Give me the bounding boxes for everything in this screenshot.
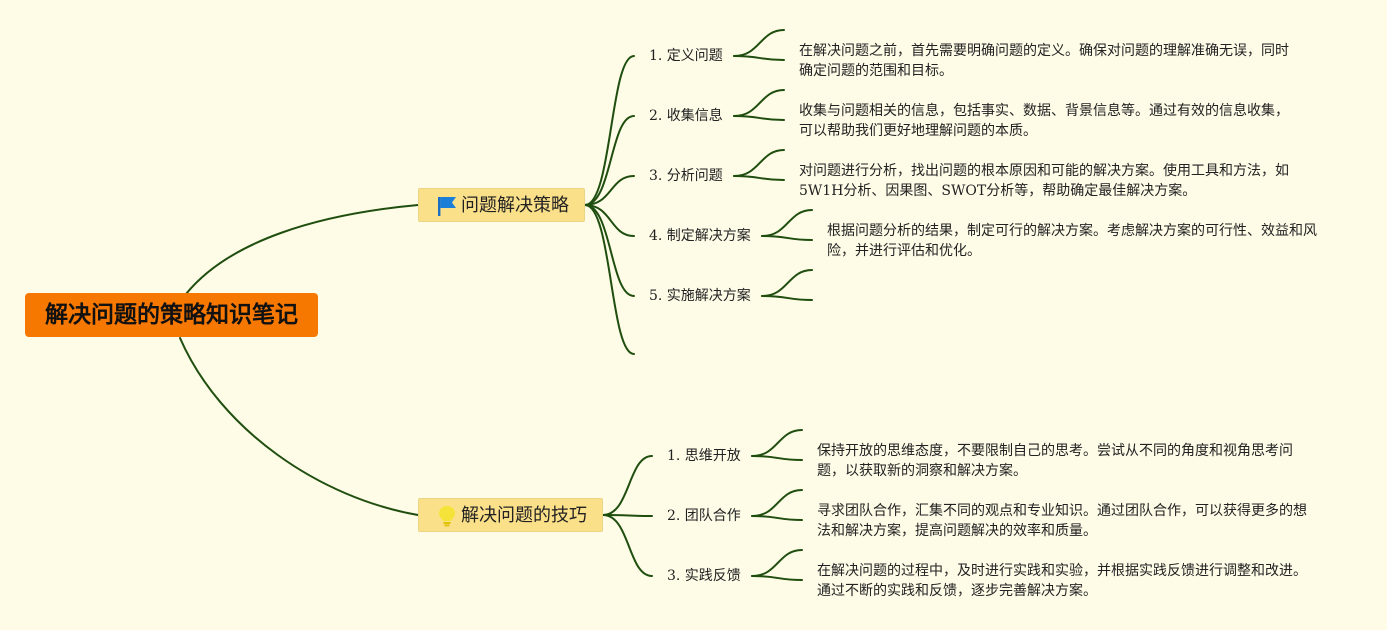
branch-problem-solving-tips[interactable]: 解决问题的技巧 bbox=[418, 498, 603, 532]
strategy-desc-define-problem: 在解决问题之前，首先需要明确问题的定义。确保对问题的理解准确无误，同时确定问题的… bbox=[799, 43, 1289, 79]
branch-1-item-2-connector bbox=[584, 115, 635, 206]
tip-2-desc-connector-a bbox=[751, 489, 803, 517]
branch-1-item-6-connector bbox=[584, 204, 635, 355]
tip-item-practice-feedback[interactable]: 3. 实践反馈 bbox=[667, 568, 741, 584]
strategy-item-define-problem[interactable]: 1. 定义问题 bbox=[649, 48, 723, 64]
flag-icon bbox=[438, 197, 456, 216]
branch-problem-solving-strategy[interactable]: 问题解决策略 bbox=[418, 188, 585, 222]
branch-1-item-5-connector bbox=[584, 204, 635, 297]
tip-3-desc-connector-a bbox=[751, 549, 803, 577]
item-1-desc-connector-a bbox=[733, 29, 785, 57]
strategy-desc-collect-info: 收集与问题相关的信息，包括事实、数据、背景信息等。通过有效的信息收集，可以帮助我… bbox=[799, 103, 1289, 139]
branch-2-item-1-connector bbox=[602, 455, 653, 516]
item-2-desc-connector-a bbox=[733, 89, 785, 117]
item-5-desc-connector-a bbox=[761, 269, 813, 297]
root-topic[interactable]: 解决问题的策略知识笔记 bbox=[25, 293, 318, 337]
strategy-desc-analyze-problem: 对问题进行分析，找出问题的根本原因和可能的解决方案。使用工具和方法，如5W1H分… bbox=[799, 163, 1289, 199]
lightbulb-icon bbox=[439, 506, 455, 527]
tip-3-desc-connector-b bbox=[751, 575, 803, 581]
item-1-desc-connector-b bbox=[733, 55, 785, 61]
item-3-desc-connector-a bbox=[733, 149, 785, 177]
tip-desc-open-mind: 保持开放的思维态度，不要限制自己的思考。尝试从不同的角度和视角思考问题，以获取新… bbox=[817, 443, 1293, 479]
branch-2-item-2-connector bbox=[602, 514, 653, 517]
strategy-item-implement-solution[interactable]: 5. 实施解决方案 bbox=[649, 288, 751, 304]
item-4-desc-connector-b bbox=[761, 235, 813, 241]
tip-desc-teamwork: 寻求团队合作，汇集不同的观点和专业知识。通过团队合作，可以获得更多的想法和解决方… bbox=[817, 503, 1307, 539]
branch-2-label: 解决问题的技巧 bbox=[461, 505, 587, 526]
item-4-desc-connector-a bbox=[761, 209, 813, 237]
item-3-desc-connector-b bbox=[733, 175, 785, 181]
tip-1-desc-connector-a bbox=[751, 429, 803, 457]
tip-2-desc-connector-b bbox=[751, 515, 803, 521]
strategy-desc-make-solution: 根据问题分析的结果，制定可行的解决方案。考虑解决方案的可行性、效益和风险，并进行… bbox=[827, 223, 1317, 259]
branch-1-label: 问题解决策略 bbox=[461, 195, 569, 216]
item-2-desc-connector-b bbox=[733, 115, 785, 121]
tip-desc-practice-feedback: 在解决问题的过程中，及时进行实践和实验，并根据实践反馈进行调整和改进。通过不断的… bbox=[817, 563, 1307, 599]
tip-item-open-mind[interactable]: 1. 思维开放 bbox=[667, 448, 741, 464]
strategy-item-collect-info[interactable]: 2. 收集信息 bbox=[649, 108, 723, 124]
root-to-branch-2-connector bbox=[179, 337, 419, 516]
tip-item-teamwork[interactable]: 2. 团队合作 bbox=[667, 508, 741, 524]
root-to-branch-1-connector bbox=[185, 204, 419, 295]
branch-1-item-3-connector bbox=[584, 175, 635, 206]
branch-1-item-1-connector bbox=[584, 55, 635, 206]
branch-2-item-3-connector bbox=[602, 514, 653, 577]
branch-1-item-4-connector bbox=[584, 204, 635, 237]
strategy-item-make-solution[interactable]: 4. 制定解决方案 bbox=[649, 228, 751, 244]
strategy-item-analyze-problem[interactable]: 3. 分析问题 bbox=[649, 168, 723, 184]
tip-1-desc-connector-b bbox=[751, 455, 803, 461]
item-5-desc-connector-b bbox=[761, 295, 813, 301]
